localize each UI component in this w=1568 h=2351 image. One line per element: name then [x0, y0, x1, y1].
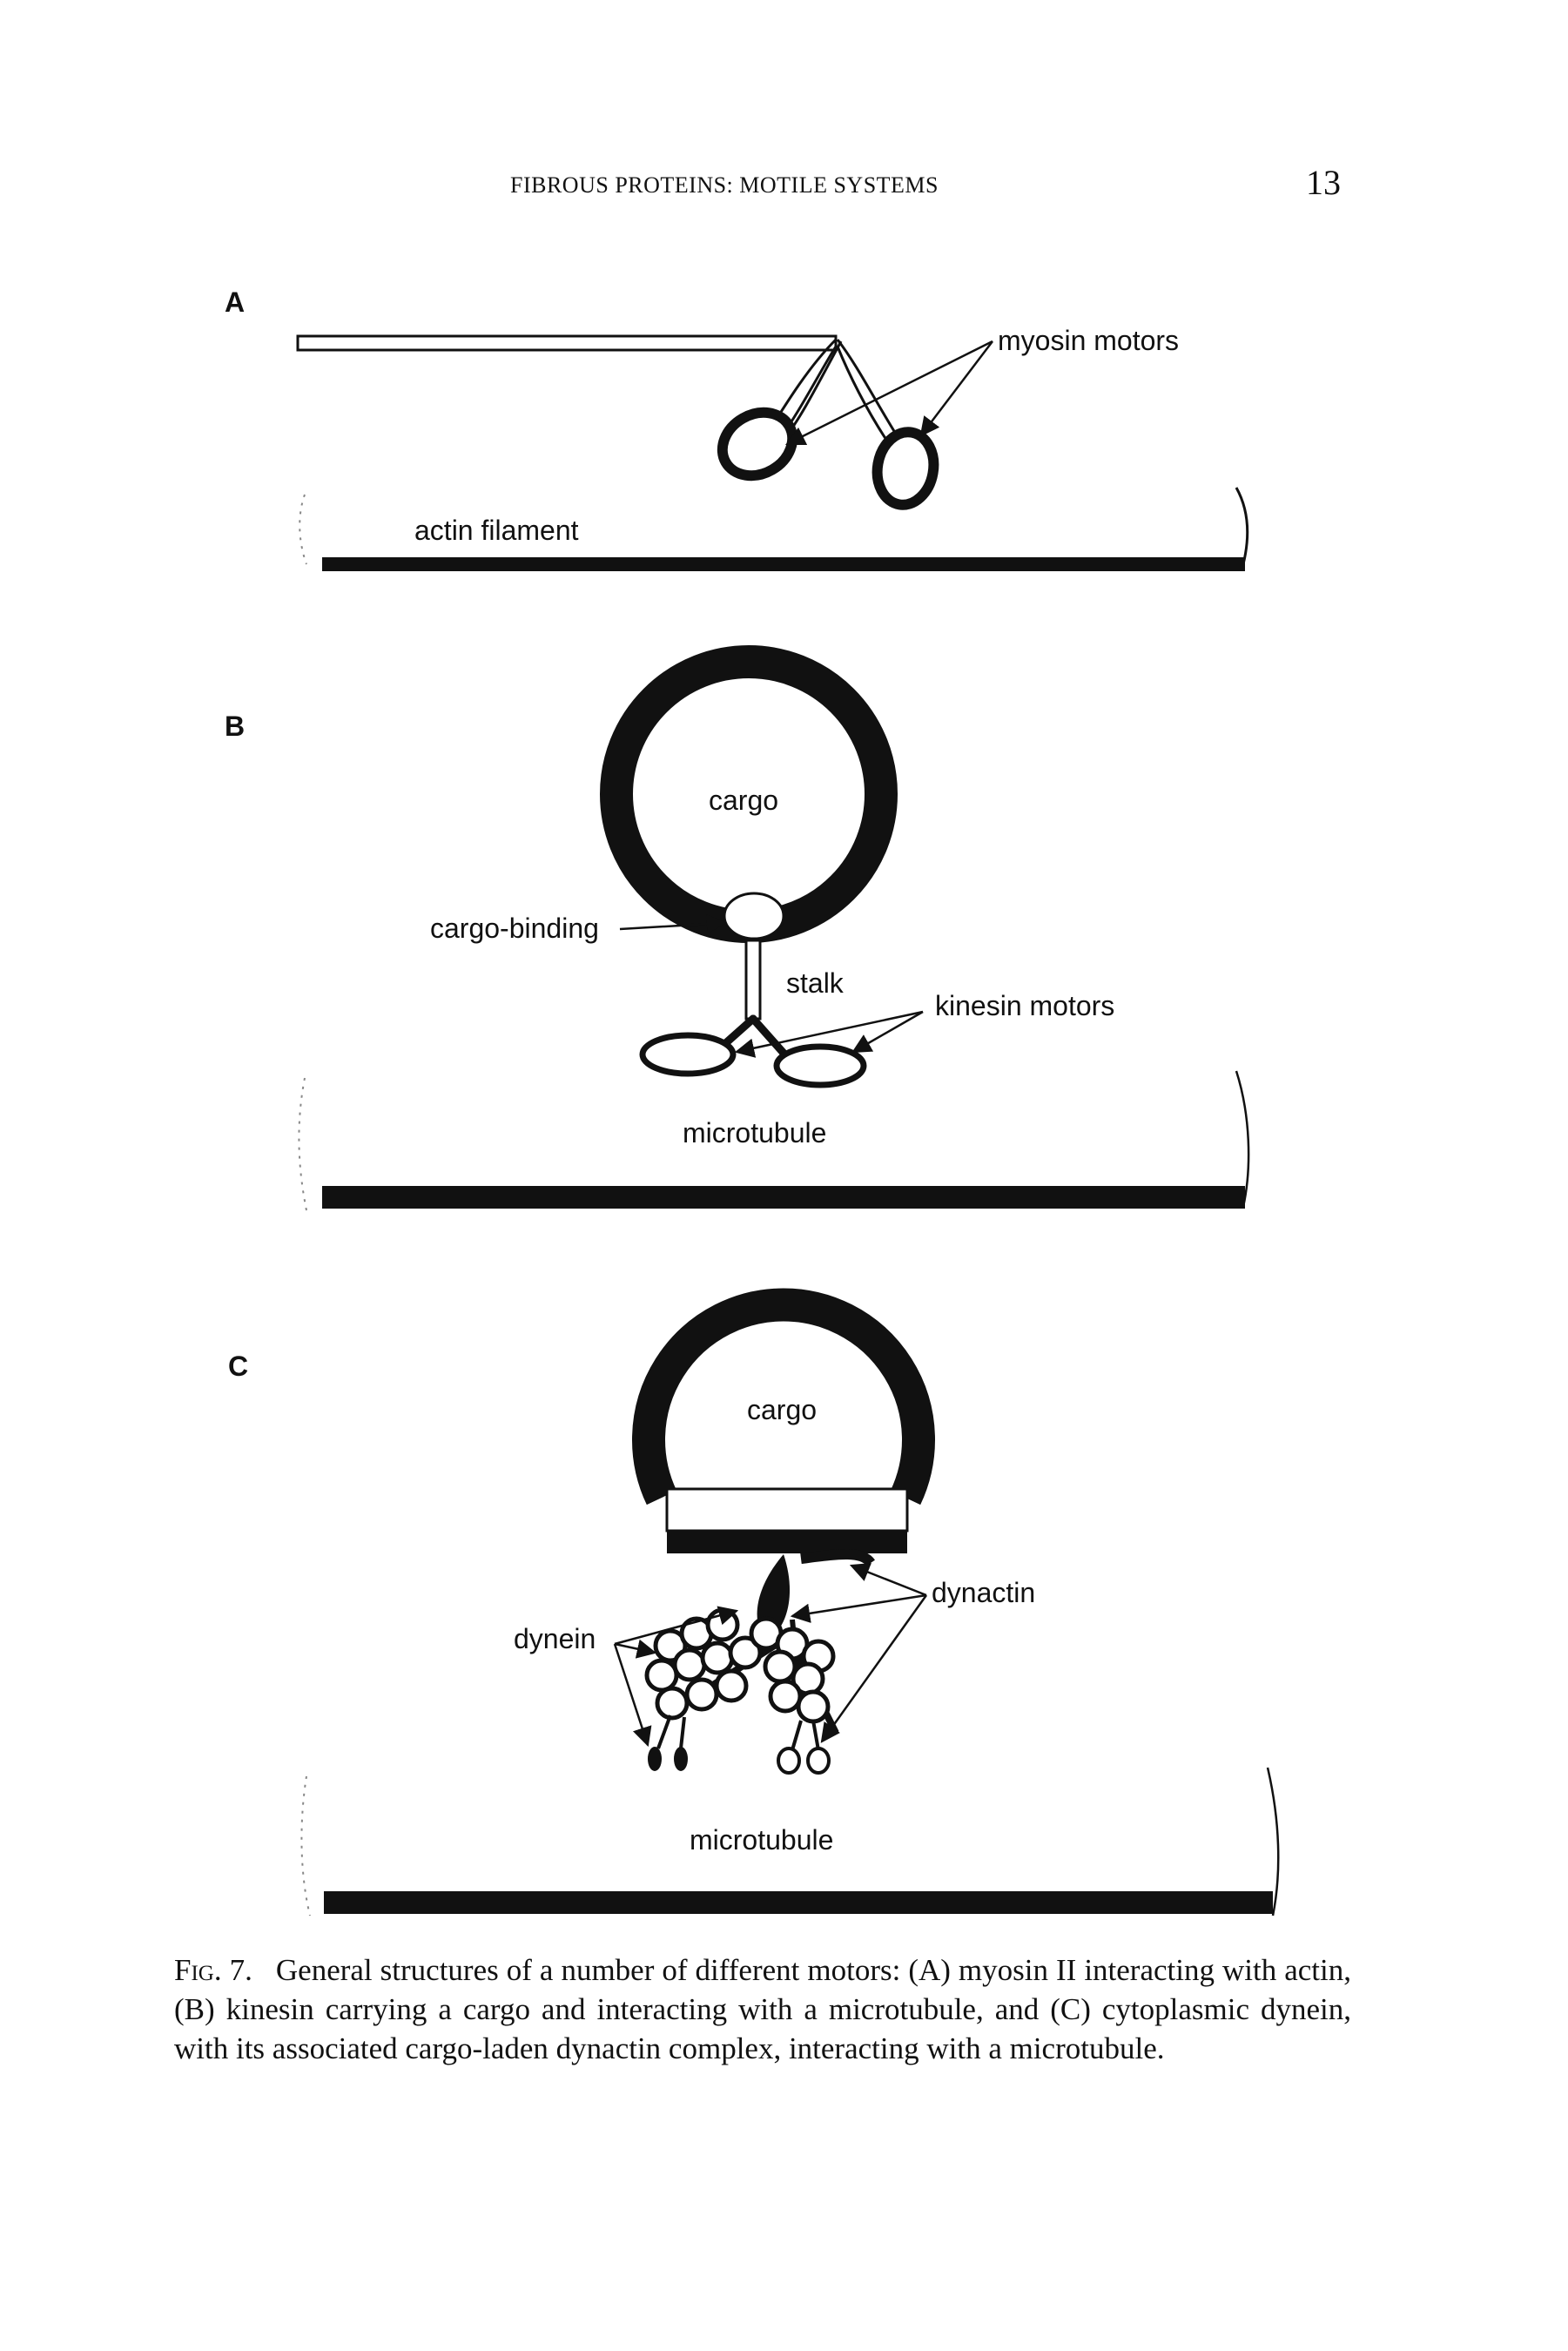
panel-a-letter: A: [225, 286, 245, 318]
dynein-stalks: [656, 1714, 820, 1751]
caption-label: Fig. 7.: [174, 1953, 252, 1987]
page-number: 13: [1306, 163, 1341, 202]
panel-b-letter: B: [225, 711, 245, 742]
kinesin-stalk: [744, 939, 762, 1021]
cargo-binding-domain: [723, 892, 785, 940]
myosin-arrows: [784, 340, 993, 446]
kinesin-motors-label: kinesin motors: [935, 990, 1114, 1021]
myosin-head-left: [717, 407, 798, 482]
cargo-vesicle-c: [632, 1288, 935, 1506]
figure-caption: Fig. 7. General structures of a number o…: [174, 1950, 1351, 2068]
stalk-label: stalk: [786, 967, 845, 999]
cargo-binding-arrow: [619, 913, 727, 934]
caption-text: General structures of a number of differ…: [174, 1953, 1351, 2065]
microtubule-b: [298, 1070, 1250, 1211]
myosin-motors-label: myosin motors: [998, 325, 1179, 356]
cargo-binding-label: cargo-binding: [430, 913, 599, 944]
microtubule-label-c: microtubule: [690, 1824, 833, 1856]
cargo-label-b: cargo: [709, 785, 778, 816]
kinesin-head-right: [773, 1043, 867, 1088]
panel-c-letter: C: [228, 1351, 248, 1382]
actin-filament: [299, 487, 1249, 571]
panel-b: B cargo cargo-binding stalk: [225, 645, 1250, 1211]
microtubule-c: [300, 1767, 1280, 1917]
myosin-tail: [296, 334, 838, 352]
dynein-feet: [648, 1747, 831, 1775]
microtubule-label-b: microtubule: [683, 1117, 826, 1149]
figure-7: A: [225, 286, 1280, 1917]
panel-a: A: [225, 286, 1249, 571]
kinesin-head-left: [639, 1032, 737, 1077]
dynactin-bar: [665, 1487, 909, 1553]
dynactin-arrows: [790, 1562, 928, 1743]
kinesin-arrows: [734, 1010, 924, 1058]
dynein-label: dynein: [514, 1623, 596, 1654]
dynein-arrows: [613, 1606, 739, 1748]
myosin-head-right: [871, 427, 939, 510]
cargo-label-c: cargo: [747, 1394, 817, 1425]
running-head: FIBROUS PROTEINS: MOTILE SYSTEMS: [510, 172, 939, 198]
dynactin-label: dynactin: [932, 1577, 1035, 1608]
actin-filament-label: actin filament: [414, 515, 579, 546]
panel-c: C cargo: [228, 1288, 1280, 1917]
